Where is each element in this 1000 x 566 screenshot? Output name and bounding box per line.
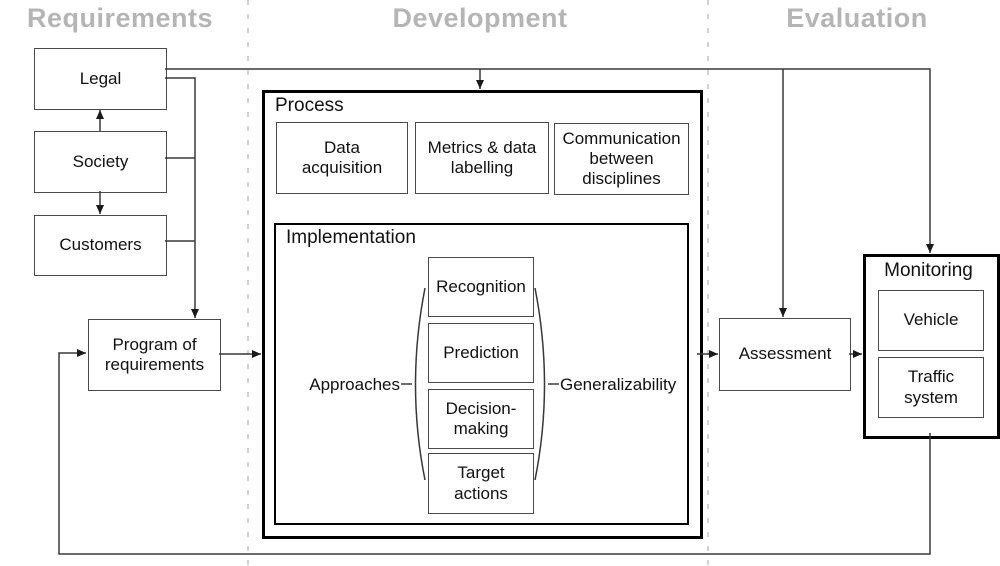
box-target-actions-label: Target actions [454,463,508,503]
process-title: Process [275,95,344,116]
lane-header-development: Development [392,3,568,33]
box-data-acquisition: Data acquisition [276,122,408,194]
lane-header-evaluation: Evaluation [786,3,928,33]
lane-header-requirements: Requirements [26,3,214,33]
box-decision-making-label: Decision-making [445,398,517,438]
box-customers: Customers [34,215,167,276]
implementation-title: Implementation [286,227,416,248]
box-metrics-data-labelling: Metrics & data labelling [415,122,549,194]
box-target-actions: Target actions [428,453,534,514]
box-traffic-system: Traffic system [878,357,984,418]
box-recognition-label: Recognition [436,276,526,296]
box-recognition: Recognition [428,257,534,317]
box-traffic-system-label: Traffic system [904,367,958,407]
box-vehicle-label: Vehicle [903,310,959,330]
box-decision-making: Decision-making [428,389,534,449]
arrow-collector-to-program [165,77,199,318]
box-metrics-data-labelling-label: Metrics & data labelling [427,137,537,177]
box-prediction-label: Prediction [443,342,519,362]
box-legal: Legal [34,48,167,110]
box-customers-label: Customers [59,235,142,255]
box-assessment-label: Assessment [738,344,832,364]
container-monitoring [863,254,1000,439]
box-prediction: Prediction [428,323,534,383]
generalizability-label: Generalizability [560,375,677,394]
monitoring-title: Monitoring [884,260,973,281]
box-legal-label: Legal [79,68,122,88]
box-communication-between-disciplines-label: Communication between disciplines [562,128,681,189]
box-vehicle: Vehicle [878,290,984,351]
box-program-of-requirements-label: Program of requirements [104,334,205,374]
box-communication-between-disciplines: Communication between disciplines [554,123,689,195]
box-assessment: Assessment [719,318,851,391]
approaches-label: Approaches [309,375,400,394]
box-data-acquisition-label: Data acquisition [301,137,383,177]
box-society: Society [34,131,167,193]
box-society-label: Society [72,151,129,171]
box-program-of-requirements: Program of requirements [88,319,221,391]
